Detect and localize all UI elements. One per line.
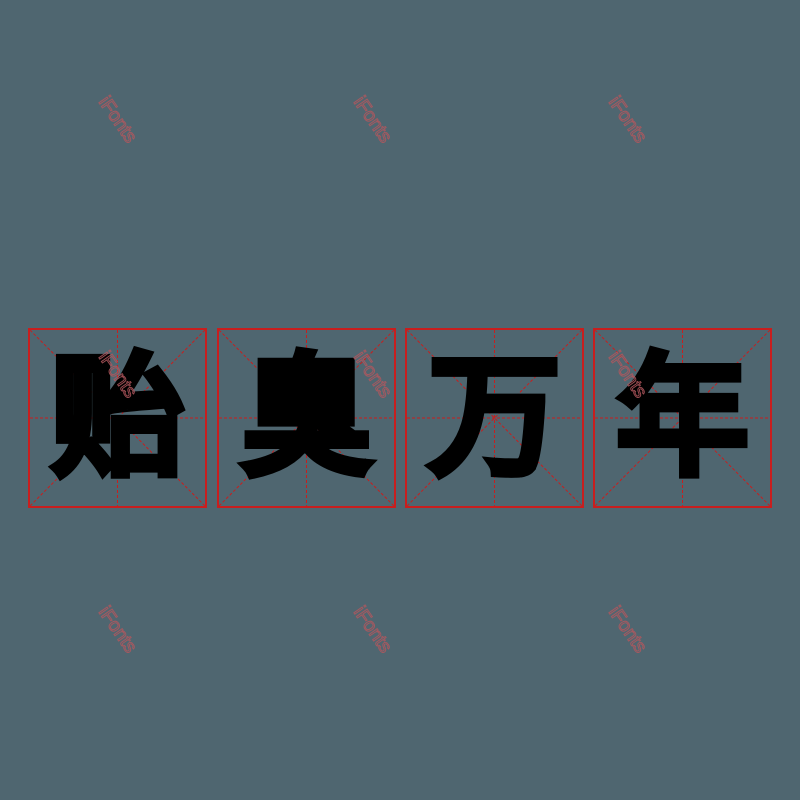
character-cell-1: 贻 [28,328,207,508]
watermark-top-center: iFonts [348,92,396,148]
watermark-top-left: iFonts [93,92,141,148]
watermark-bottom-left: iFonts [93,602,141,658]
character-glyph: 贻 [49,341,187,495]
character-glyph: 臭 [238,341,376,495]
character-glyph: 万 [426,341,564,495]
grid-guide-lines [219,330,394,506]
character-glyph: 年 [614,341,752,495]
watermark-bottom-center: iFonts [348,602,396,658]
watermark-bottom-right: iFonts [603,602,651,658]
grid-guide-lines [407,330,582,506]
character-cell-4: 年 [593,328,772,508]
watermark-top-right: iFonts [603,92,651,148]
character-cell-2: 臭 [217,328,396,508]
grid-guide-lines [595,330,770,506]
grid-guide-lines [30,330,205,506]
character-cell-3: 万 [405,328,584,508]
